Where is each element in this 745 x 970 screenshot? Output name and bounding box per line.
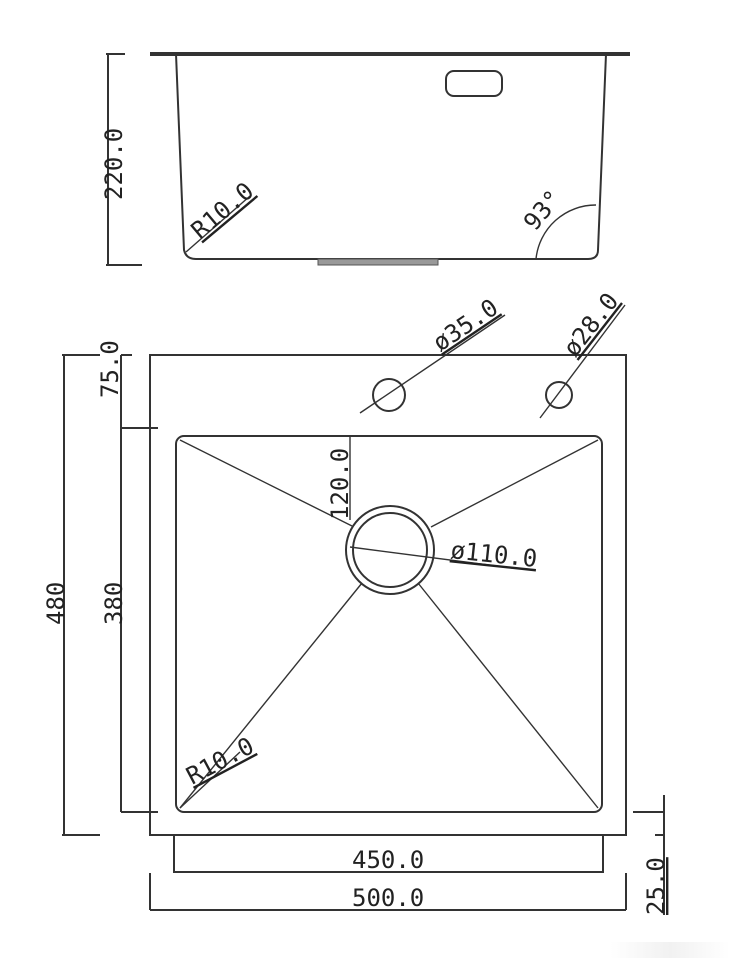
side-radius-label: R10.0 xyxy=(186,177,259,245)
bowl-depth-label: 380 xyxy=(100,582,128,625)
faucet-hole-1 xyxy=(372,378,406,412)
sink-outline xyxy=(149,354,627,836)
top-view: ø35.0 ø28.0 120.0 ø110.0 R10.0 480 75.0 … xyxy=(42,288,670,915)
side-height-label: 220.0 xyxy=(100,128,128,200)
bowl-outline xyxy=(175,435,603,813)
front-margin-label: 75.0 xyxy=(96,340,124,398)
drain-outer xyxy=(345,505,435,595)
overall-depth-label: 480 xyxy=(42,582,70,625)
drain-diameter-label: ø110.0 xyxy=(449,536,538,573)
overall-width-label: 500.0 xyxy=(352,884,424,912)
rim-label: 25.0 xyxy=(642,857,670,915)
background-smudge xyxy=(610,942,730,958)
drain-inner xyxy=(352,512,428,588)
corner-radius-label: R10.0 xyxy=(182,732,259,791)
side-angle-label: 93° xyxy=(518,185,567,236)
drain-offset-label: 120.0 xyxy=(326,448,354,520)
side-view: 220.0 R10.0 93° xyxy=(100,52,630,266)
faucet-hole-2 xyxy=(545,381,573,409)
faucet-hole-1-label: ø35.0 xyxy=(428,293,504,357)
bowl-width-label: 450.0 xyxy=(352,846,424,874)
overflow-slot xyxy=(445,70,503,97)
drain-outlet xyxy=(317,258,439,266)
